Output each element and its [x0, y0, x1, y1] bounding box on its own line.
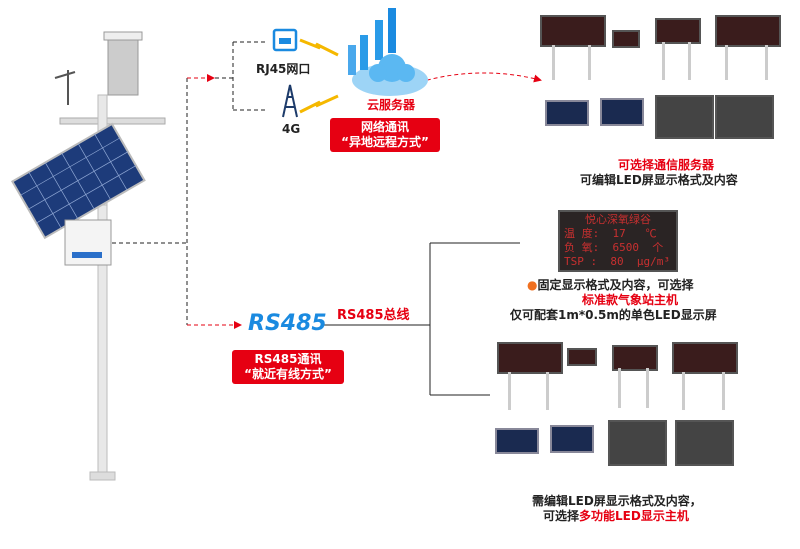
rs485-comm-mode: “就近有线方式” [244, 367, 332, 381]
rj45-port-icon [272, 28, 298, 52]
cloud-server-icon [348, 8, 428, 96]
network-comm-title: 网络通讯 [360, 120, 409, 134]
network-comm-box: 网络通讯 “异地远程方式” [330, 118, 440, 152]
cell-tower-icon [282, 84, 298, 118]
arrow-to-screens [419, 72, 542, 83]
bottom-note-line2: 可选择多功能LED显示主机 [543, 507, 689, 524]
bottom-note-line1: 需编辑LED屏显示格式及内容， [532, 494, 702, 508]
rs485-bus-label: RS485总线 [337, 308, 410, 323]
weather-station-illustration [11, 31, 166, 481]
rs485-logo: RS485 [248, 311, 327, 336]
mono-led-display: 悦心深氧绿谷 温 度: 17 ℃ 负 氧: 6500 个 TSP : 80 μg… [558, 210, 678, 272]
rs485-comm-title: RS485通讯 [254, 352, 322, 366]
mid-note-line2: 标准款气象站主机 [582, 293, 679, 307]
cloud-server-label: 云服务器 [367, 98, 416, 112]
rj45-label: RJ45网口 [256, 62, 311, 76]
orange-dot-icon: ● [527, 278, 538, 292]
led-row: 温 度: 17 ℃ [564, 227, 657, 240]
network-comm-mode: “异地远程方式” [341, 135, 429, 149]
lightning-icon [299, 38, 339, 57]
mid-note-line3: 仅可配套1m*0.5m的单色LED显示屏 [510, 308, 717, 322]
top-note-line1: 可选择通信服务器 [618, 158, 715, 172]
led-title: 悦心深氧绿谷 [585, 213, 651, 226]
rs485-comm-box: RS485通讯 “就近有线方式” [232, 350, 344, 384]
mid-note-text: 固定显示格式及内容，可选择 [537, 278, 694, 292]
lightning-icon [299, 94, 339, 114]
bottom-note-highlight: 多功能LED显示主机 [579, 509, 689, 523]
top-note-line2: 可编辑LED屏显示格式及内容 [580, 173, 738, 187]
4g-label: 4G [282, 122, 301, 136]
bottom-note-prefix: 可选择 [543, 509, 580, 523]
led-row: TSP : 80 μg/m³ [564, 255, 670, 268]
mid-note-line1: ●固定显示格式及内容，可选择 [527, 276, 694, 293]
led-row: 负 氧: 6500 个 [564, 241, 664, 254]
